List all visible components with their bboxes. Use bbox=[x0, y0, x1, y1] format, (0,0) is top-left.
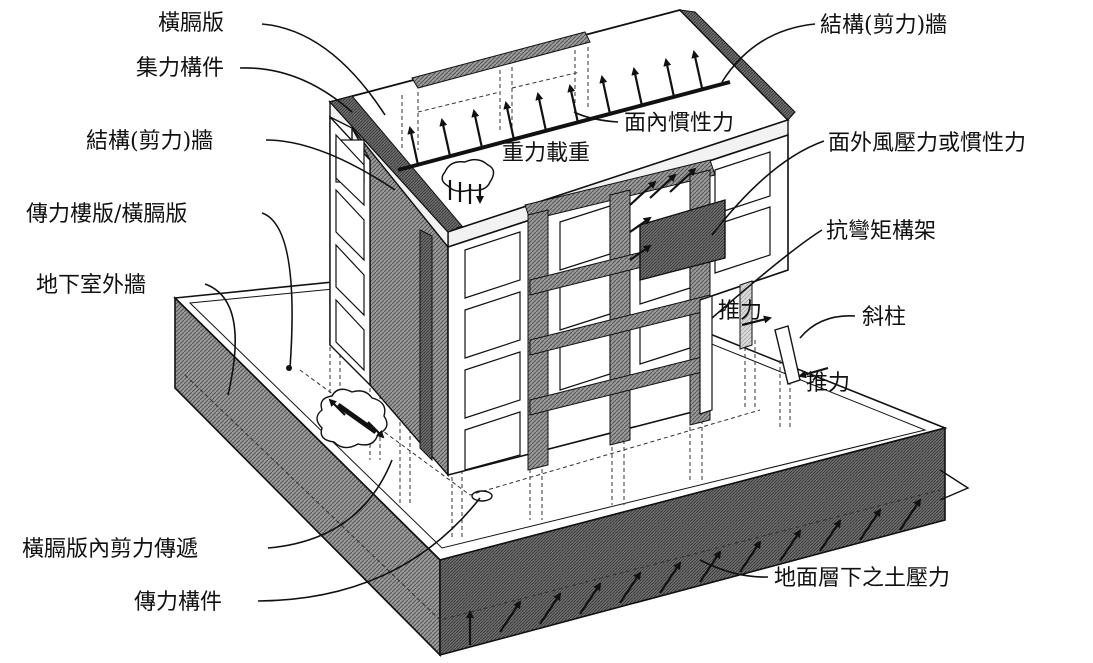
inclined-column bbox=[774, 325, 801, 385]
diaphragm-shear-symbol bbox=[316, 388, 388, 449]
label-out-of-plane: 面外風壓力或慣性力 bbox=[828, 131, 1026, 156]
label-in-plane-inertia: 面內慣性力 bbox=[624, 111, 734, 136]
label-basement-wall: 地下室外牆 bbox=[36, 273, 146, 298]
labels: 橫膈版 集力構件 結構(剪力)牆 傳力樓版/橫膈版 地下室外牆 橫膈版內剪力傳遞… bbox=[22, 11, 1026, 615]
label-gravity-load: 重力載重 bbox=[502, 141, 590, 166]
left-frame bbox=[329, 115, 371, 387]
label-inclined-column: 斜柱 bbox=[862, 305, 906, 330]
gravity-load-symbol bbox=[441, 158, 495, 204]
label-transfer-member: 傳力構件 bbox=[134, 590, 222, 615]
soil-pressure-arrows bbox=[466, 498, 922, 645]
out-of-plane-arrows bbox=[629, 167, 697, 261]
label-transfer-slab: 傳力樓版/橫膈版 bbox=[26, 202, 187, 227]
label-shear-wall-right: 結構(剪力)牆 bbox=[820, 13, 947, 38]
label-diaphragm-shear: 橫膈版內剪力傳遞 bbox=[22, 537, 198, 562]
label-shear-wall-left: 結構(剪力)牆 bbox=[86, 129, 213, 154]
label-diaphragm-top: 橫膈版 bbox=[158, 11, 224, 36]
label-thrust-lower: 推力 bbox=[806, 371, 850, 396]
label-collector: 集力構件 bbox=[136, 56, 224, 81]
out-of-plane-panel bbox=[639, 199, 726, 281]
label-thrust-upper: 推力 bbox=[718, 299, 762, 324]
building bbox=[286, 8, 829, 502]
leader-lines bbox=[204, 23, 856, 602]
label-soil-pressure: 地面層下之土壓力 bbox=[774, 566, 950, 591]
label-moment-frame: 抗彎矩構架 bbox=[826, 219, 936, 244]
basement-wall-right bbox=[439, 426, 946, 657]
in-plane-inertia-arrows bbox=[397, 50, 731, 172]
